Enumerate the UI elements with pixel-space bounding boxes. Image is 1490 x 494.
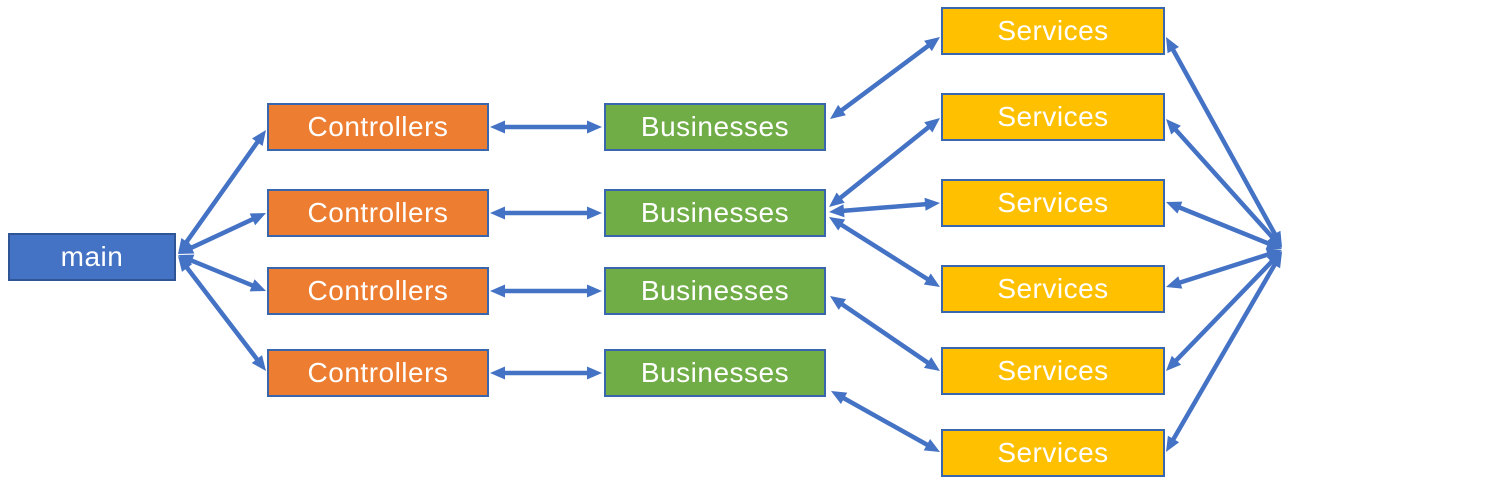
controllers-node-2-label: Controllers: [307, 197, 449, 228]
edge-businesses2-services3: [829, 197, 940, 218]
services-node-4-label: Services: [997, 273, 1109, 304]
services-node-1: Services: [941, 7, 1165, 55]
businesses-node-1: Businesses: [604, 103, 826, 151]
businesses-node-3: Businesses: [604, 267, 826, 315]
edge-services6-hub: [1166, 252, 1282, 452]
businesses-node-2: Businesses: [604, 189, 826, 237]
controllers-node-3: Controllers: [267, 267, 489, 315]
controllers-node-2: Controllers: [267, 189, 489, 237]
edge-main-controllers-1: [178, 130, 266, 254]
edge-businesses2-services2: [829, 118, 940, 207]
services-node-2: Services: [941, 93, 1165, 141]
edge-main-controllers-4: [178, 256, 266, 371]
services-node-6: Services: [941, 429, 1165, 477]
edge-services3-hub: [1166, 201, 1282, 250]
edge-businesses3-services5: [830, 296, 940, 371]
controllers-node-1: Controllers: [267, 103, 489, 151]
services-node-3-label: Services: [997, 187, 1109, 218]
businesses-node-4: Businesses: [604, 349, 826, 397]
services-node-5-label: Services: [997, 355, 1109, 386]
controllers-node-4: Controllers: [267, 349, 489, 397]
businesses-node-4-label: Businesses: [640, 357, 790, 388]
services-node-6-label: Services: [997, 437, 1109, 468]
controllers-node-1-label: Controllers: [307, 111, 449, 142]
services-node-5: Services: [941, 347, 1165, 395]
edge-businesses4-services6: [831, 391, 940, 452]
edge-controllers-businesses-4: [490, 366, 602, 380]
businesses-node-1-label: Businesses: [640, 111, 790, 142]
edge-controllers-businesses-3: [490, 284, 602, 298]
main-node-label: main: [60, 241, 124, 272]
services-node-4: Services: [941, 265, 1165, 313]
edge-main-controllers-2: [178, 213, 266, 254]
businesses-node-2-label: Businesses: [640, 197, 790, 228]
services-node-1-label: Services: [997, 15, 1109, 46]
edge-businesses2-services4: [829, 217, 940, 287]
edge-businesses1-services1: [830, 37, 940, 119]
edge-services2-hub: [1166, 119, 1282, 248]
controllers-node-4-label: Controllers: [307, 357, 449, 388]
edge-controllers-businesses-1: [490, 120, 602, 134]
services-node-3: Services: [941, 179, 1165, 227]
main-node: main: [8, 233, 176, 281]
services-node-2-label: Services: [997, 101, 1109, 132]
controllers-node-3-label: Controllers: [307, 275, 449, 306]
businesses-node-3-label: Businesses: [640, 275, 790, 306]
edge-services1-hub: [1166, 37, 1282, 247]
edge-controllers-businesses-2: [490, 206, 602, 220]
